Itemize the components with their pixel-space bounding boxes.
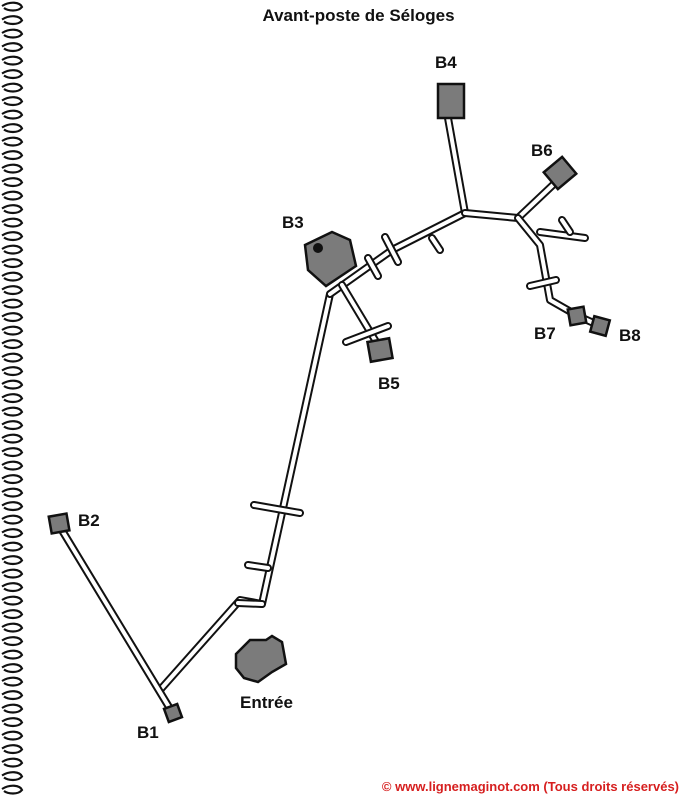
spiral-ring <box>1 123 24 134</box>
spiral-ring <box>1 366 24 377</box>
spiral-ring <box>1 460 24 471</box>
spiral-ring <box>1 150 24 161</box>
labels: B1 B2 B3 B4 B5 B6 B7 B8 Entrée <box>78 53 641 742</box>
galleries <box>56 114 602 716</box>
blocs <box>47 82 612 724</box>
label-b7: B7 <box>534 324 556 343</box>
spiral-ring <box>1 15 24 26</box>
spiral-ring <box>1 352 24 363</box>
spiral-ring <box>1 474 24 485</box>
spiral-ring <box>1 622 24 633</box>
spiral-ring <box>1 717 24 728</box>
spiral-ring <box>1 784 24 795</box>
spiral-ring <box>1 55 24 66</box>
spiral-ring <box>1 285 24 296</box>
label-b4: B4 <box>435 53 457 72</box>
spiral-ring <box>1 190 24 201</box>
copyright-notice: © www.lignemaginot.com (Tous droits rése… <box>381 779 679 794</box>
spiral-ring <box>1 231 24 242</box>
spiral-ring <box>1 339 24 350</box>
bloc-b6 <box>541 155 579 191</box>
spiral-ring <box>1 582 24 593</box>
bloc-b7 <box>566 305 588 327</box>
spiral-ring <box>1 325 24 336</box>
spiral-ring <box>1 676 24 687</box>
label-b5: B5 <box>378 374 400 393</box>
spiral-ring <box>1 690 24 701</box>
label-b6: B6 <box>531 141 553 160</box>
bloc-entree <box>234 634 288 684</box>
spiral-ring <box>1 312 24 323</box>
spiral-ring <box>1 136 24 147</box>
spiral-ring <box>1 555 24 566</box>
spiral-ring <box>1 744 24 755</box>
spiral-ring <box>1 730 24 741</box>
spiral-ring <box>1 28 24 39</box>
spiral-ring <box>1 244 24 255</box>
label-b2: B2 <box>78 511 100 530</box>
spiral-ring <box>1 406 24 417</box>
spiral-ring <box>1 636 24 647</box>
spiral-ring <box>1 42 24 53</box>
spiral-ring <box>1 109 24 120</box>
spiral-ring <box>1 541 24 552</box>
spiral-ring <box>1 420 24 431</box>
bloc-b2 <box>47 512 71 535</box>
spiral-ring <box>1 447 24 458</box>
spiral-ring <box>1 393 24 404</box>
bloc-b3-dot <box>313 243 323 253</box>
bloc-b5 <box>365 336 395 364</box>
spiral-ring <box>1 487 24 498</box>
spiral-ring <box>1 163 24 174</box>
spiral-ring <box>1 69 24 80</box>
spiral-binding <box>1 1 24 795</box>
main-gallery <box>156 290 334 694</box>
spiral-ring <box>1 609 24 620</box>
label-b8: B8 <box>619 326 641 345</box>
spiral-ring <box>1 528 24 539</box>
spiral-ring <box>1 649 24 660</box>
spiral-ring <box>1 217 24 228</box>
spiral-ring <box>1 298 24 309</box>
label-entree: Entrée <box>240 693 293 712</box>
label-b1: B1 <box>137 723 159 742</box>
spiral-ring <box>1 568 24 579</box>
bloc-b4 <box>436 82 466 120</box>
spiral-ring <box>1 433 24 444</box>
label-b3: B3 <box>282 213 304 232</box>
spiral-ring <box>1 757 24 768</box>
diagram-title: Avant-poste de Séloges <box>262 6 455 25</box>
spiral-ring <box>1 1 24 12</box>
spiral-ring <box>1 379 24 390</box>
gallery-b3-b5 <box>338 281 392 349</box>
gallery-b6-b7-b8 <box>461 179 602 329</box>
bloc-b8 <box>588 314 612 338</box>
spiral-ring <box>1 501 24 512</box>
spiral-ring <box>1 595 24 606</box>
spiral-ring <box>1 204 24 215</box>
spiral-ring <box>1 703 24 714</box>
spiral-ring <box>1 771 24 782</box>
gallery-b1-b2 <box>56 523 176 716</box>
main-gallery-niches <box>234 501 304 608</box>
gallery-b3-b4 <box>326 114 469 298</box>
spiral-ring <box>1 96 24 107</box>
bloc-b1 <box>162 702 184 724</box>
spiral-ring <box>1 82 24 93</box>
spiral-ring <box>1 514 24 525</box>
spiral-ring <box>1 663 24 674</box>
spiral-ring <box>1 271 24 282</box>
spiral-ring <box>1 177 24 188</box>
spiral-ring <box>1 258 24 269</box>
